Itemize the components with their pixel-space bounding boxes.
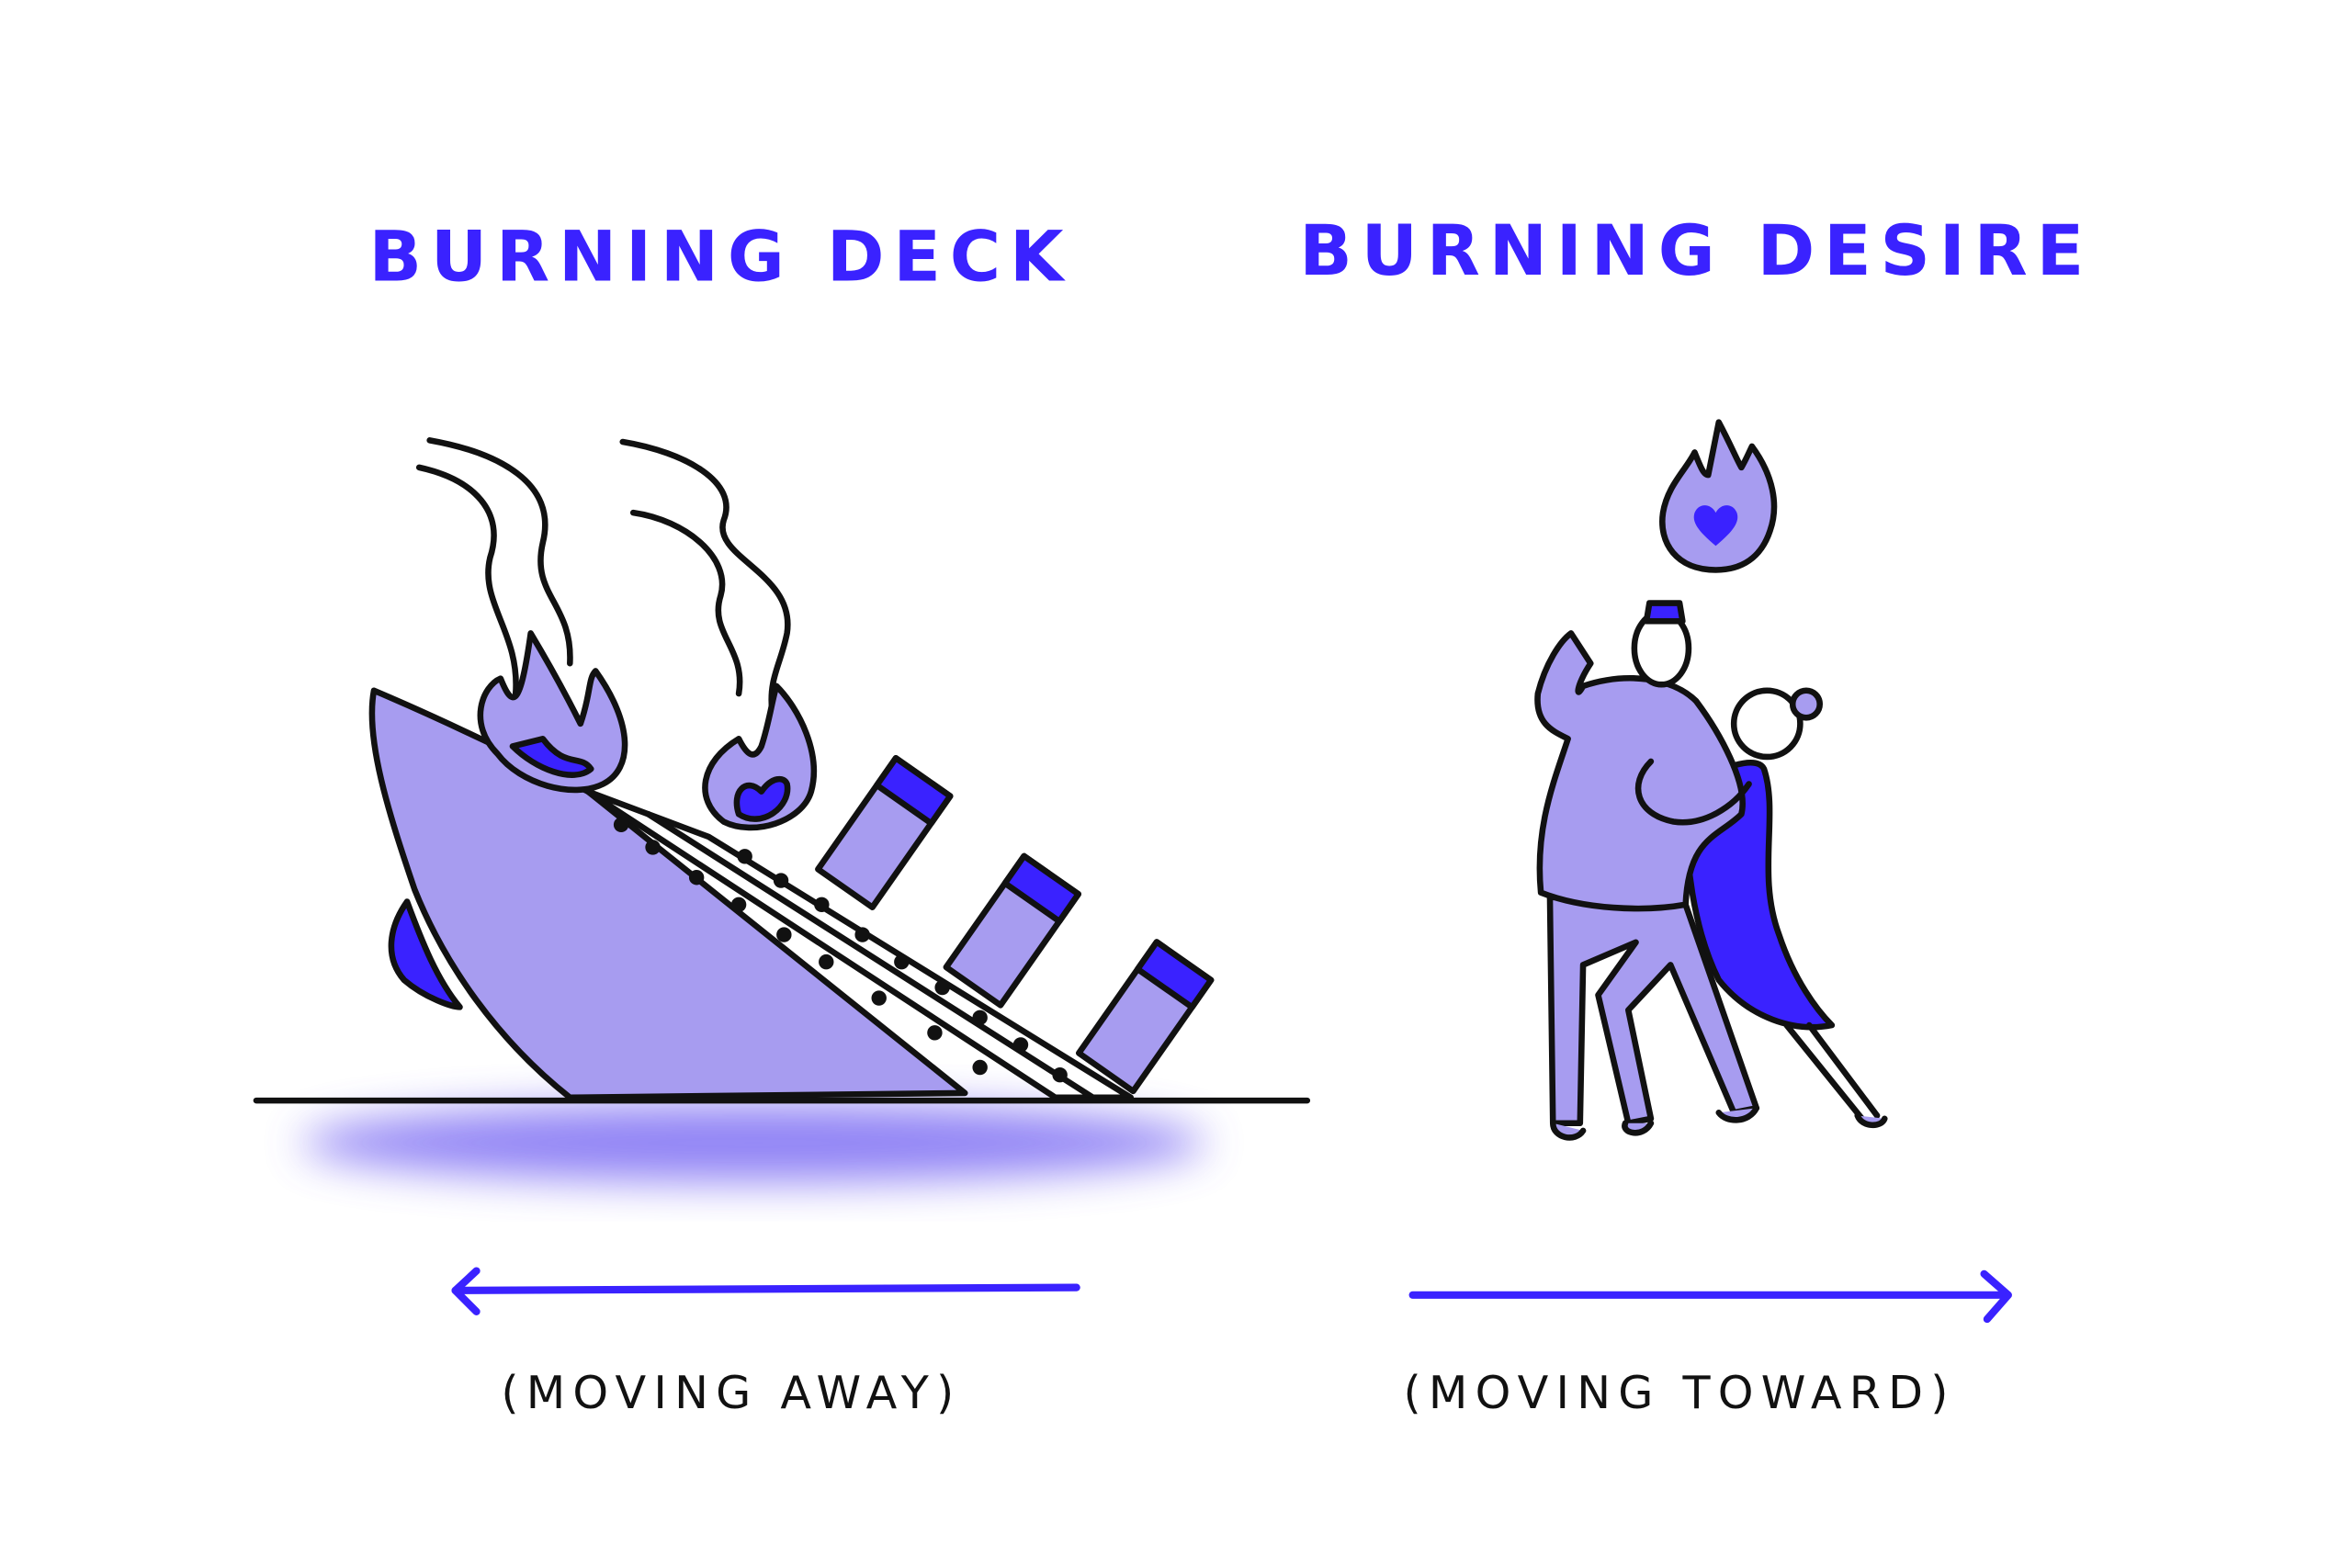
smoke-icon — [415, 437, 573, 697]
woman-legs — [1783, 1021, 1881, 1122]
hull-stripe — [388, 898, 463, 1010]
funnel — [943, 852, 1081, 1009]
title-burning-desire: BURNING DESIRE — [1299, 210, 2093, 291]
funnel — [1075, 939, 1215, 1095]
smoke-icon — [619, 438, 791, 712]
shoes — [1549, 1105, 1888, 1141]
flame-icon — [702, 682, 818, 831]
dancing-couple — [1534, 419, 1888, 1141]
arrow-left-icon — [451, 1267, 1080, 1315]
title-burning-deck: BURNING DECK — [369, 216, 1073, 297]
portholes — [613, 817, 1068, 1083]
woman-hair-bun — [1789, 687, 1823, 721]
water-shadow — [301, 1103, 1206, 1182]
caption-moving-toward: (MOVING TOWARD) — [1404, 1366, 1956, 1419]
arrow-right-icon — [1408, 1269, 2012, 1324]
man-hat — [1643, 600, 1686, 625]
funnel — [815, 755, 954, 910]
caption-moving-away: (MOVING AWAY) — [501, 1366, 961, 1419]
heart-flame-icon — [1659, 419, 1778, 573]
flame-icon — [477, 630, 628, 794]
man-arm — [1634, 758, 1752, 826]
woman-head — [1730, 687, 1804, 761]
sinking-ship — [253, 437, 1311, 1182]
